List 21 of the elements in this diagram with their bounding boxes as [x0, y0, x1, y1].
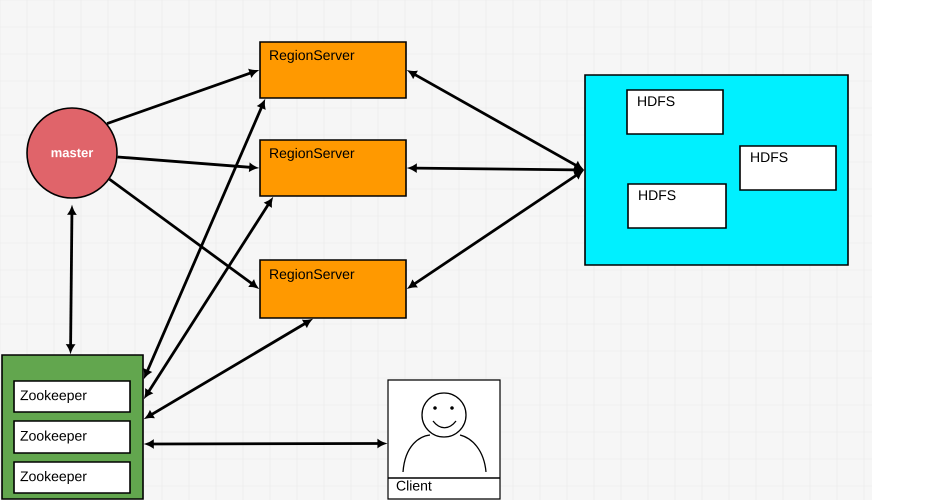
- coordinator-box: Zookeeper: [13, 380, 131, 413]
- client-box: Client: [387, 379, 501, 500]
- coordinator-box: Zookeeper: [13, 420, 131, 454]
- arrow: [66, 206, 76, 352]
- arrow: [408, 164, 582, 174]
- storage-box: HDFS: [739, 145, 837, 191]
- coordinator-box: Zookeeper: [13, 461, 131, 494]
- server-box: RegionServer: [259, 41, 407, 99]
- arrow: [146, 319, 312, 419]
- arrow: [106, 69, 258, 125]
- server-box: RegionServer: [259, 139, 407, 197]
- storage-box: HDFS: [626, 89, 724, 135]
- server-box: RegionServer: [259, 259, 407, 319]
- storage-box: HDFS: [627, 183, 727, 229]
- arrow: [408, 170, 583, 288]
- arrow: [146, 440, 386, 448]
- arrow: [118, 156, 258, 172]
- arrow: [108, 178, 258, 288]
- arrow: [144, 198, 272, 398]
- arrow: [144, 100, 266, 378]
- arrow: [408, 70, 582, 170]
